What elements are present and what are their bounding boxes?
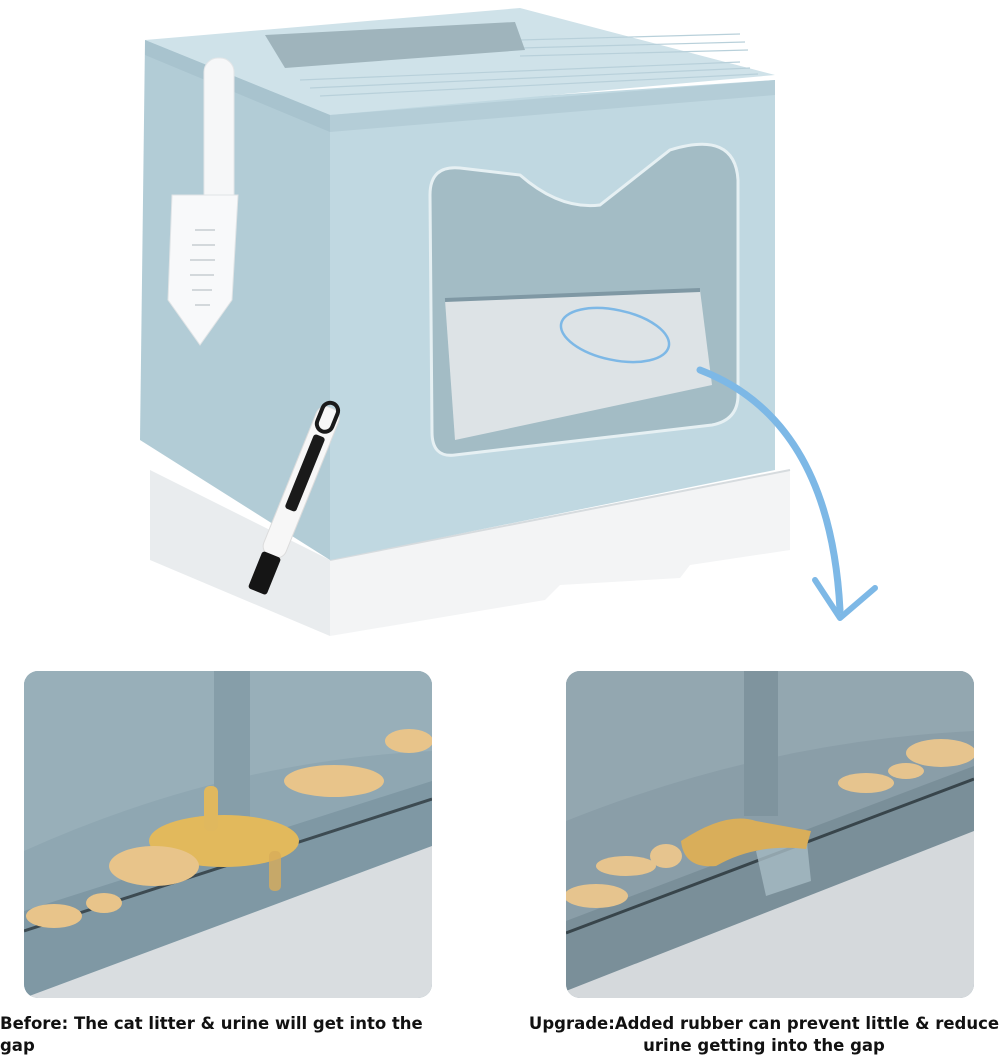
rail [24, 781, 432, 998]
after-caption-line-1: Upgrade:Added rubber can prevent little … [528, 1014, 1000, 1033]
window-inner-floor [445, 290, 712, 440]
cleaning-brush-icon [248, 400, 341, 595]
litter-box-illustration [140, 8, 878, 636]
after-gap-illustration [566, 671, 974, 998]
body-left-side [140, 40, 330, 560]
litter-pellets [26, 729, 432, 928]
rubber-strip [756, 833, 811, 896]
product-hero-image [140, 8, 878, 636]
lid-vents [299, 33, 759, 97]
top-entry-opening [265, 22, 525, 68]
before-caption: Before: The cat litter & urine will get … [0, 1014, 423, 1055]
before-photo-panel [24, 671, 432, 998]
litter-pellets [566, 739, 974, 908]
floor [566, 831, 974, 998]
rubber-strip-highlight [559, 306, 671, 364]
drawer [150, 469, 791, 636]
floor [24, 846, 432, 998]
before-gap-illustration [24, 671, 432, 998]
after-photo-panel [566, 671, 974, 998]
after-caption-line-2: urine getting into the gap [643, 1036, 885, 1055]
litter-scoop-icon [167, 57, 239, 346]
after-caption: Upgrade:Added rubber can prevent little … [528, 1013, 1000, 1057]
arrow-down-icon [696, 366, 844, 614]
